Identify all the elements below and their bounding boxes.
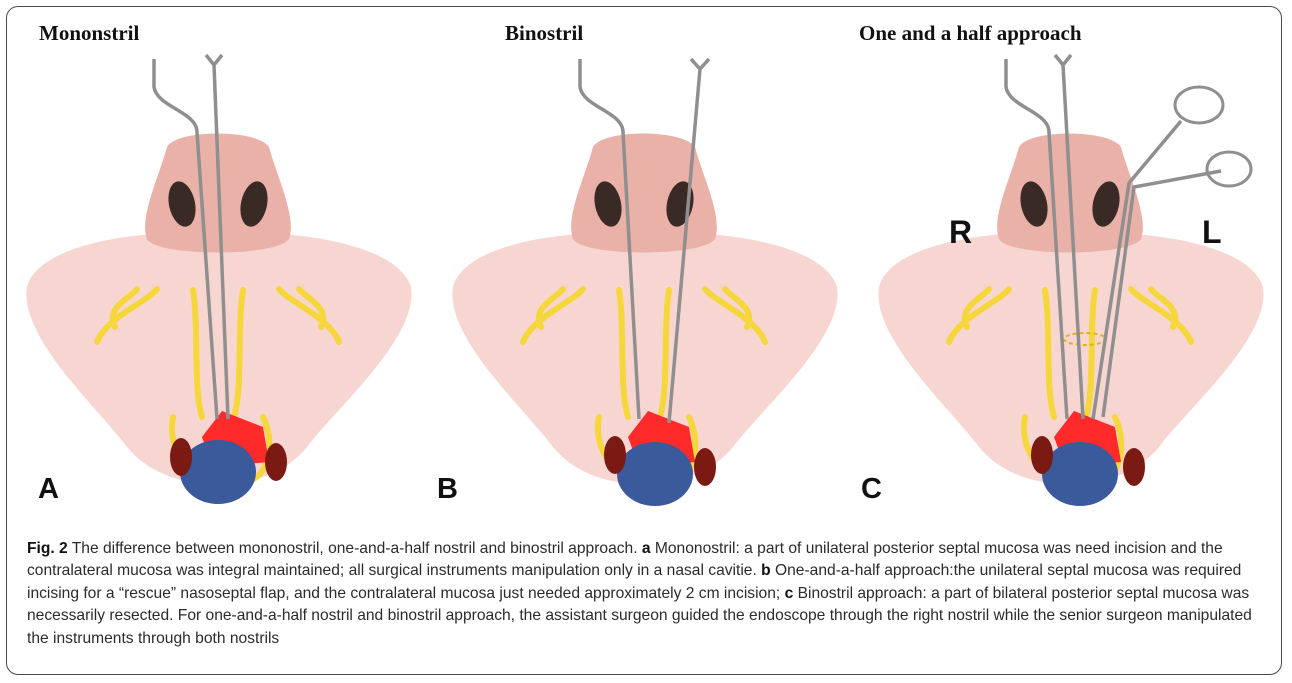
panel-b: Binostril B <box>433 7 859 537</box>
panel-a: Mononstril A <box>7 7 433 537</box>
panel-title-c: One and a half approach <box>859 21 1082 46</box>
caption-b-label: b <box>761 562 771 579</box>
caption-c-label: c <box>785 585 794 602</box>
carotid-left <box>604 436 626 474</box>
side-label-left: L <box>1202 214 1222 251</box>
carotid-left <box>170 438 192 476</box>
tumor <box>180 440 256 504</box>
caption-intro: The difference between mononostril, one-… <box>68 540 642 557</box>
tumor <box>617 442 693 506</box>
anatomy-illustration-c <box>859 7 1285 537</box>
figure-caption: Fig. 2 The difference between mononostri… <box>27 538 1277 650</box>
carotid-right <box>265 443 287 481</box>
carotid-left <box>1031 436 1053 474</box>
figure-label: Fig. 2 <box>27 540 68 557</box>
side-label-right: R <box>949 214 972 251</box>
panel-letter-b: B <box>437 473 458 506</box>
panel-letter-a: A <box>38 473 59 506</box>
panel-letter-c: C <box>861 473 882 506</box>
carotid-right <box>1123 448 1145 486</box>
anatomy-illustration-b <box>433 7 859 537</box>
figure-frame: Mononstril A <box>6 6 1282 675</box>
caption-a-label: a <box>642 540 651 557</box>
panel-title-b: Binostril <box>505 21 583 46</box>
anatomy-illustration-a <box>7 7 433 537</box>
panel-title-a: Mononstril <box>39 21 139 46</box>
carotid-right <box>694 448 716 486</box>
panel-c: One and a half approach C R L <box>859 7 1285 537</box>
tumor <box>1042 442 1118 506</box>
